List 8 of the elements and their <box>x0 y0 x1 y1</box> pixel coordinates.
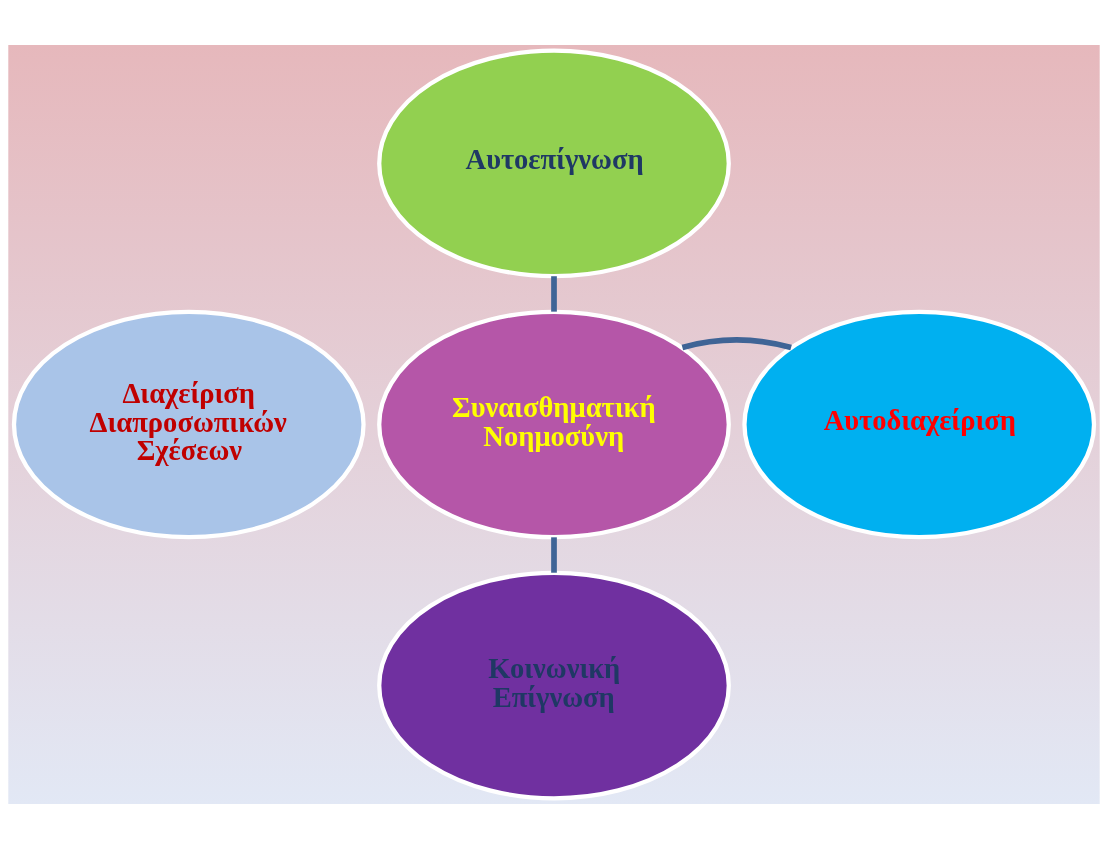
node-ellipse: Διαχείριση Διαπροσωπικών Σχέσεων <box>11 309 366 540</box>
connector <box>551 276 557 312</box>
connector <box>551 537 557 573</box>
node-ellipse: Αυτοεπίγνωση <box>377 48 731 279</box>
node-ellipse: Συναισθηματική Νοημοσύνη <box>377 309 731 540</box>
node-ellipse: Κοινωνική Επίγνωση <box>377 570 731 801</box>
connector <box>681 337 792 351</box>
node-ellipse: Αυτοδιαχείριση <box>742 309 1097 540</box>
